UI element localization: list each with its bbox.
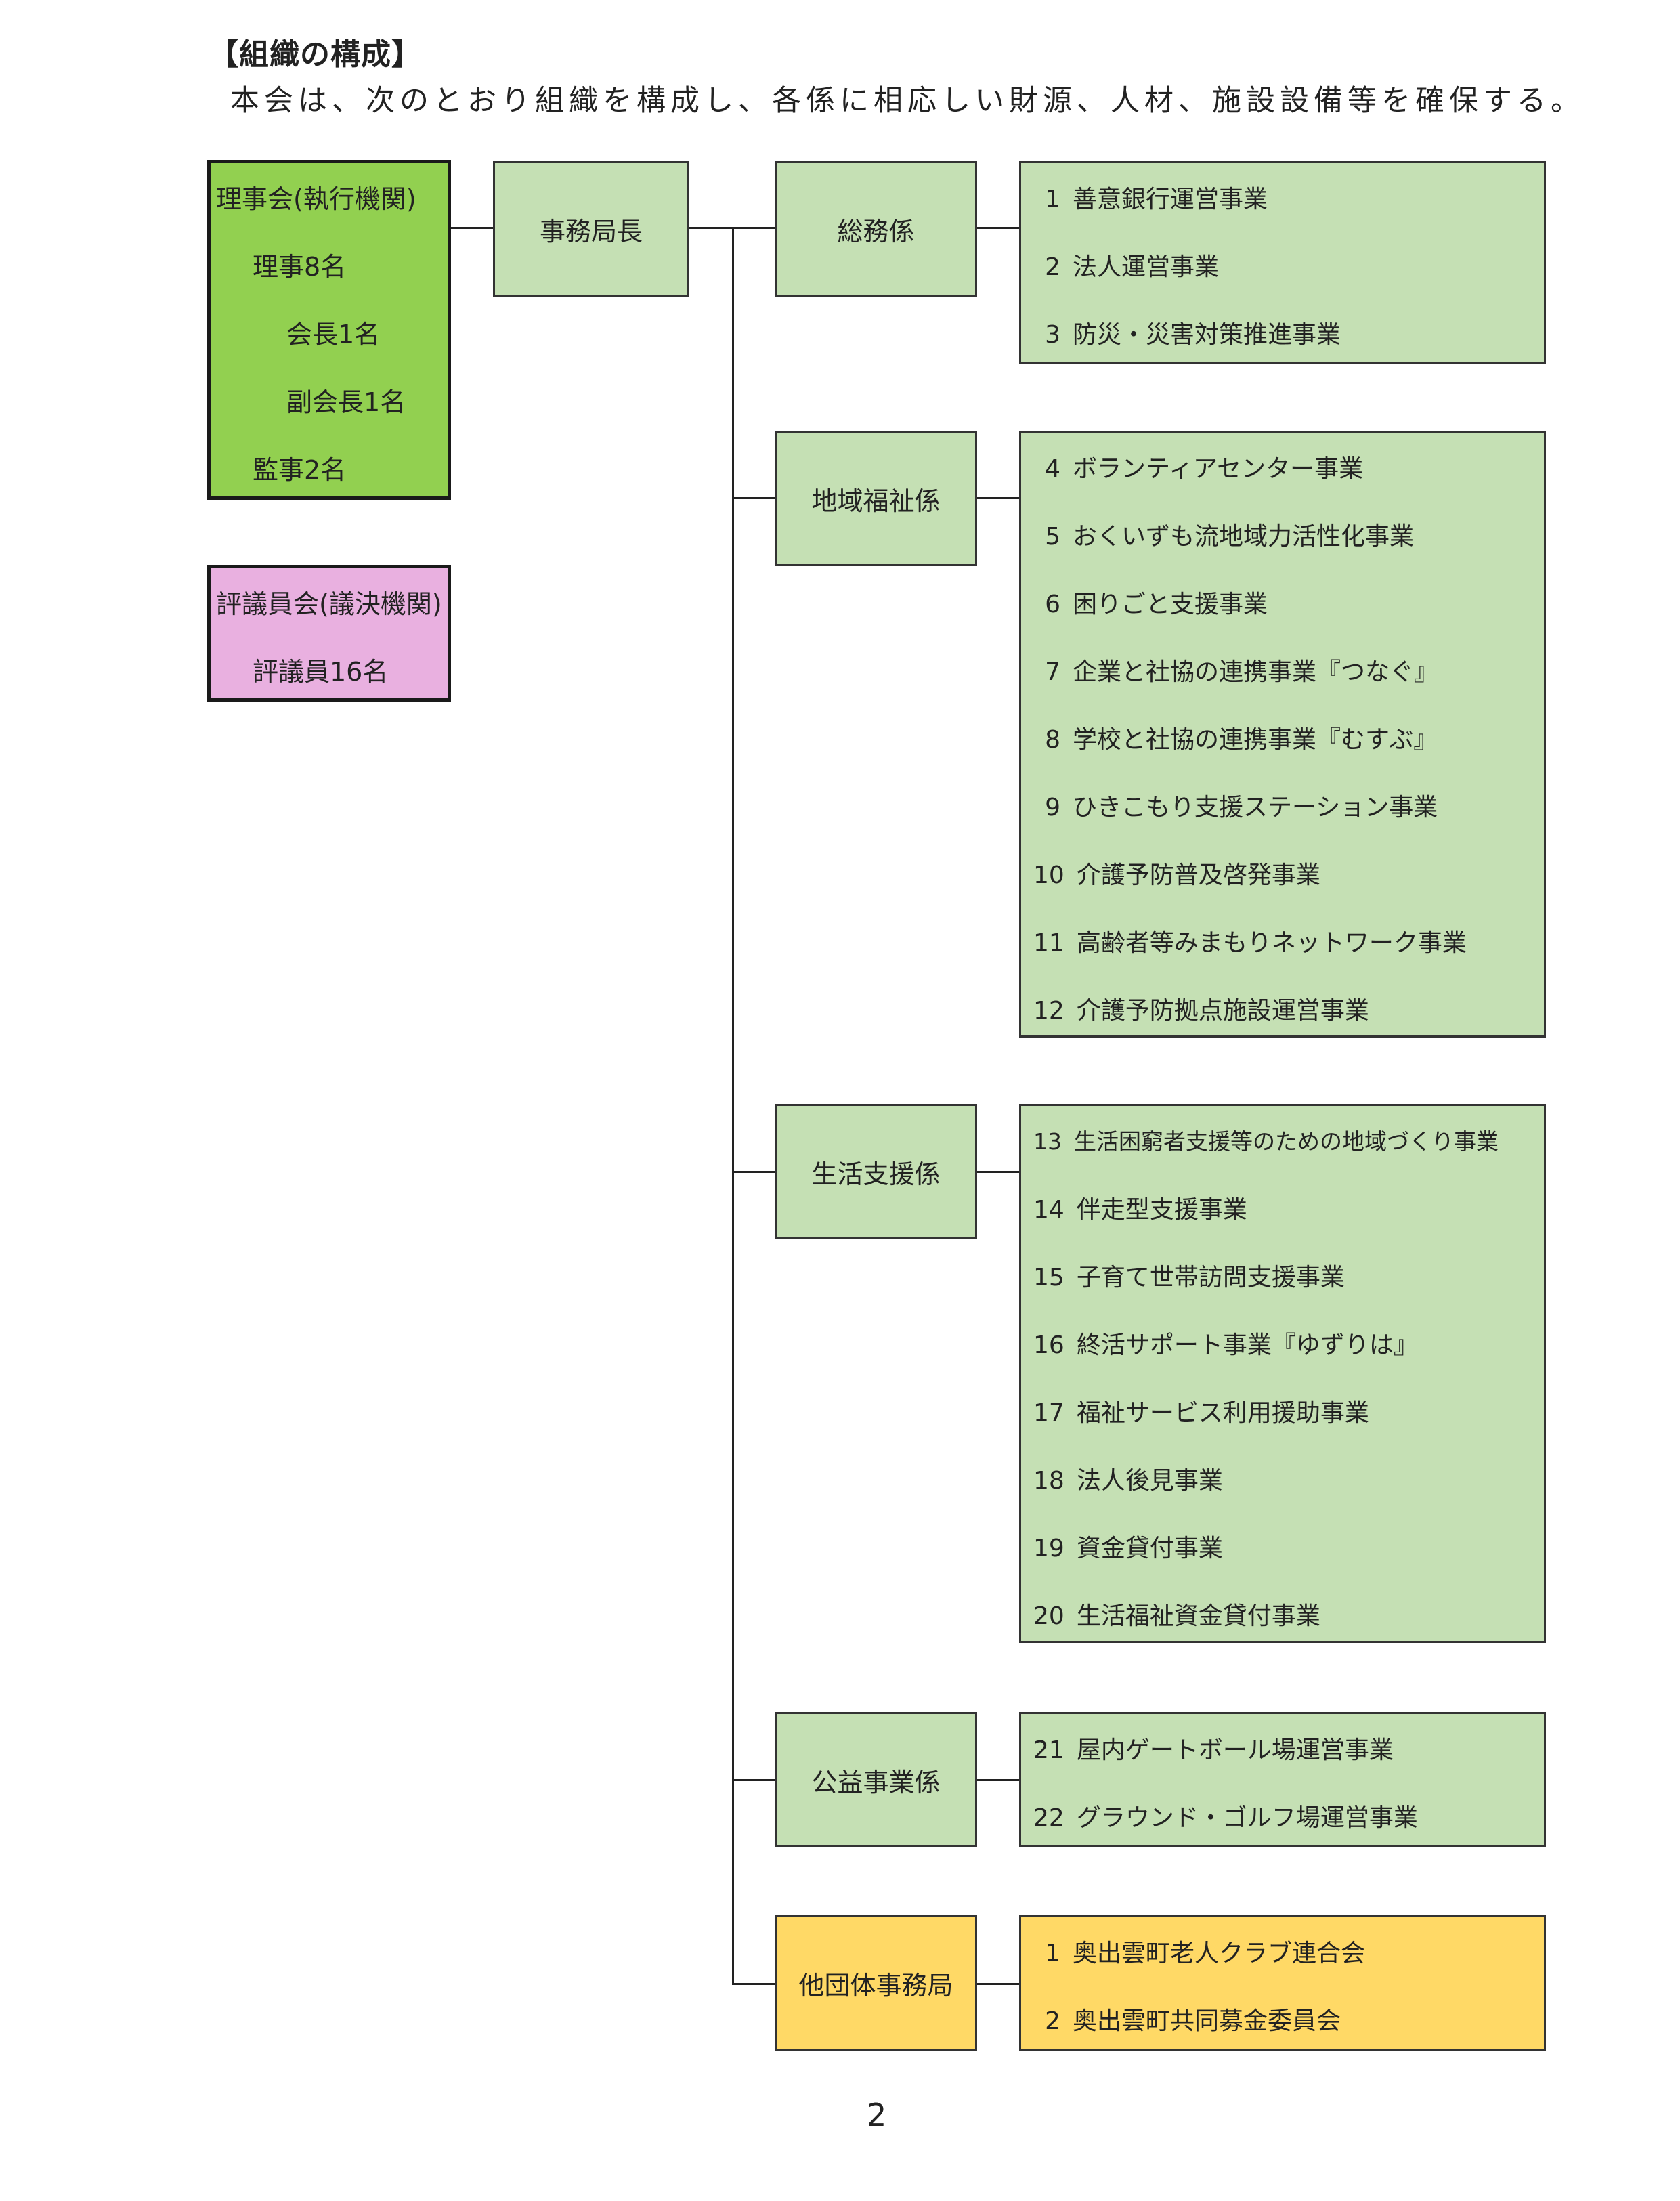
director-box: 事務局長 — [493, 161, 689, 297]
section-box-community-welfare: 地域福祉係 — [775, 431, 977, 566]
page-number: 2 — [867, 2097, 887, 2133]
section-box-other-organizations: 他団体事務局 — [775, 1915, 977, 2051]
board-title: 理事会(執行機関) — [216, 184, 416, 214]
council-box: 評議員会(議決機関) 評議員16名 — [207, 565, 451, 702]
director-label: 事務局長 — [539, 216, 643, 247]
board-box: 理事会(執行機関) 理事8名 会長1名 副会長1名 監事2名 — [207, 160, 451, 500]
connector-line — [976, 227, 1020, 229]
connector-line — [451, 227, 494, 229]
page-heading: 【組織の構成】 — [209, 37, 422, 72]
connector-line — [732, 1983, 776, 1985]
connector-line — [732, 1171, 776, 1173]
board-member: 理事8名 — [253, 252, 347, 282]
connector-line — [732, 1779, 776, 1781]
board-member: 副会長1名 — [286, 387, 406, 417]
section-box-general-affairs: 総務係 — [775, 161, 977, 297]
board-member: 会長1名 — [286, 320, 381, 349]
connector-line — [976, 1779, 1020, 1781]
connector-line — [732, 497, 776, 499]
connector-line — [976, 1983, 1020, 1985]
section-label: 他団体事務局 — [798, 1970, 953, 2001]
section-label: 公益事業係 — [811, 1767, 941, 1797]
connector-line — [976, 497, 1020, 499]
council-member: 評議員16名 — [253, 657, 389, 687]
section-box-life-support: 生活支援係 — [775, 1104, 977, 1239]
board-member: 監事2名 — [253, 455, 347, 485]
section-box-public-interest: 公益事業係 — [775, 1712, 977, 1847]
section-label: 地域福祉係 — [811, 486, 941, 516]
intro-text: 本会は、次のとおり組織を構成し、各係に相応しい財源、人材、施設設備等を確保する。 — [230, 84, 1585, 118]
connector-line — [976, 1171, 1020, 1173]
council-title: 評議員会(議決機関) — [216, 589, 442, 619]
trunk-line — [732, 227, 734, 1984]
section-label: 総務係 — [837, 216, 915, 247]
section-label: 生活支援係 — [811, 1159, 941, 1189]
